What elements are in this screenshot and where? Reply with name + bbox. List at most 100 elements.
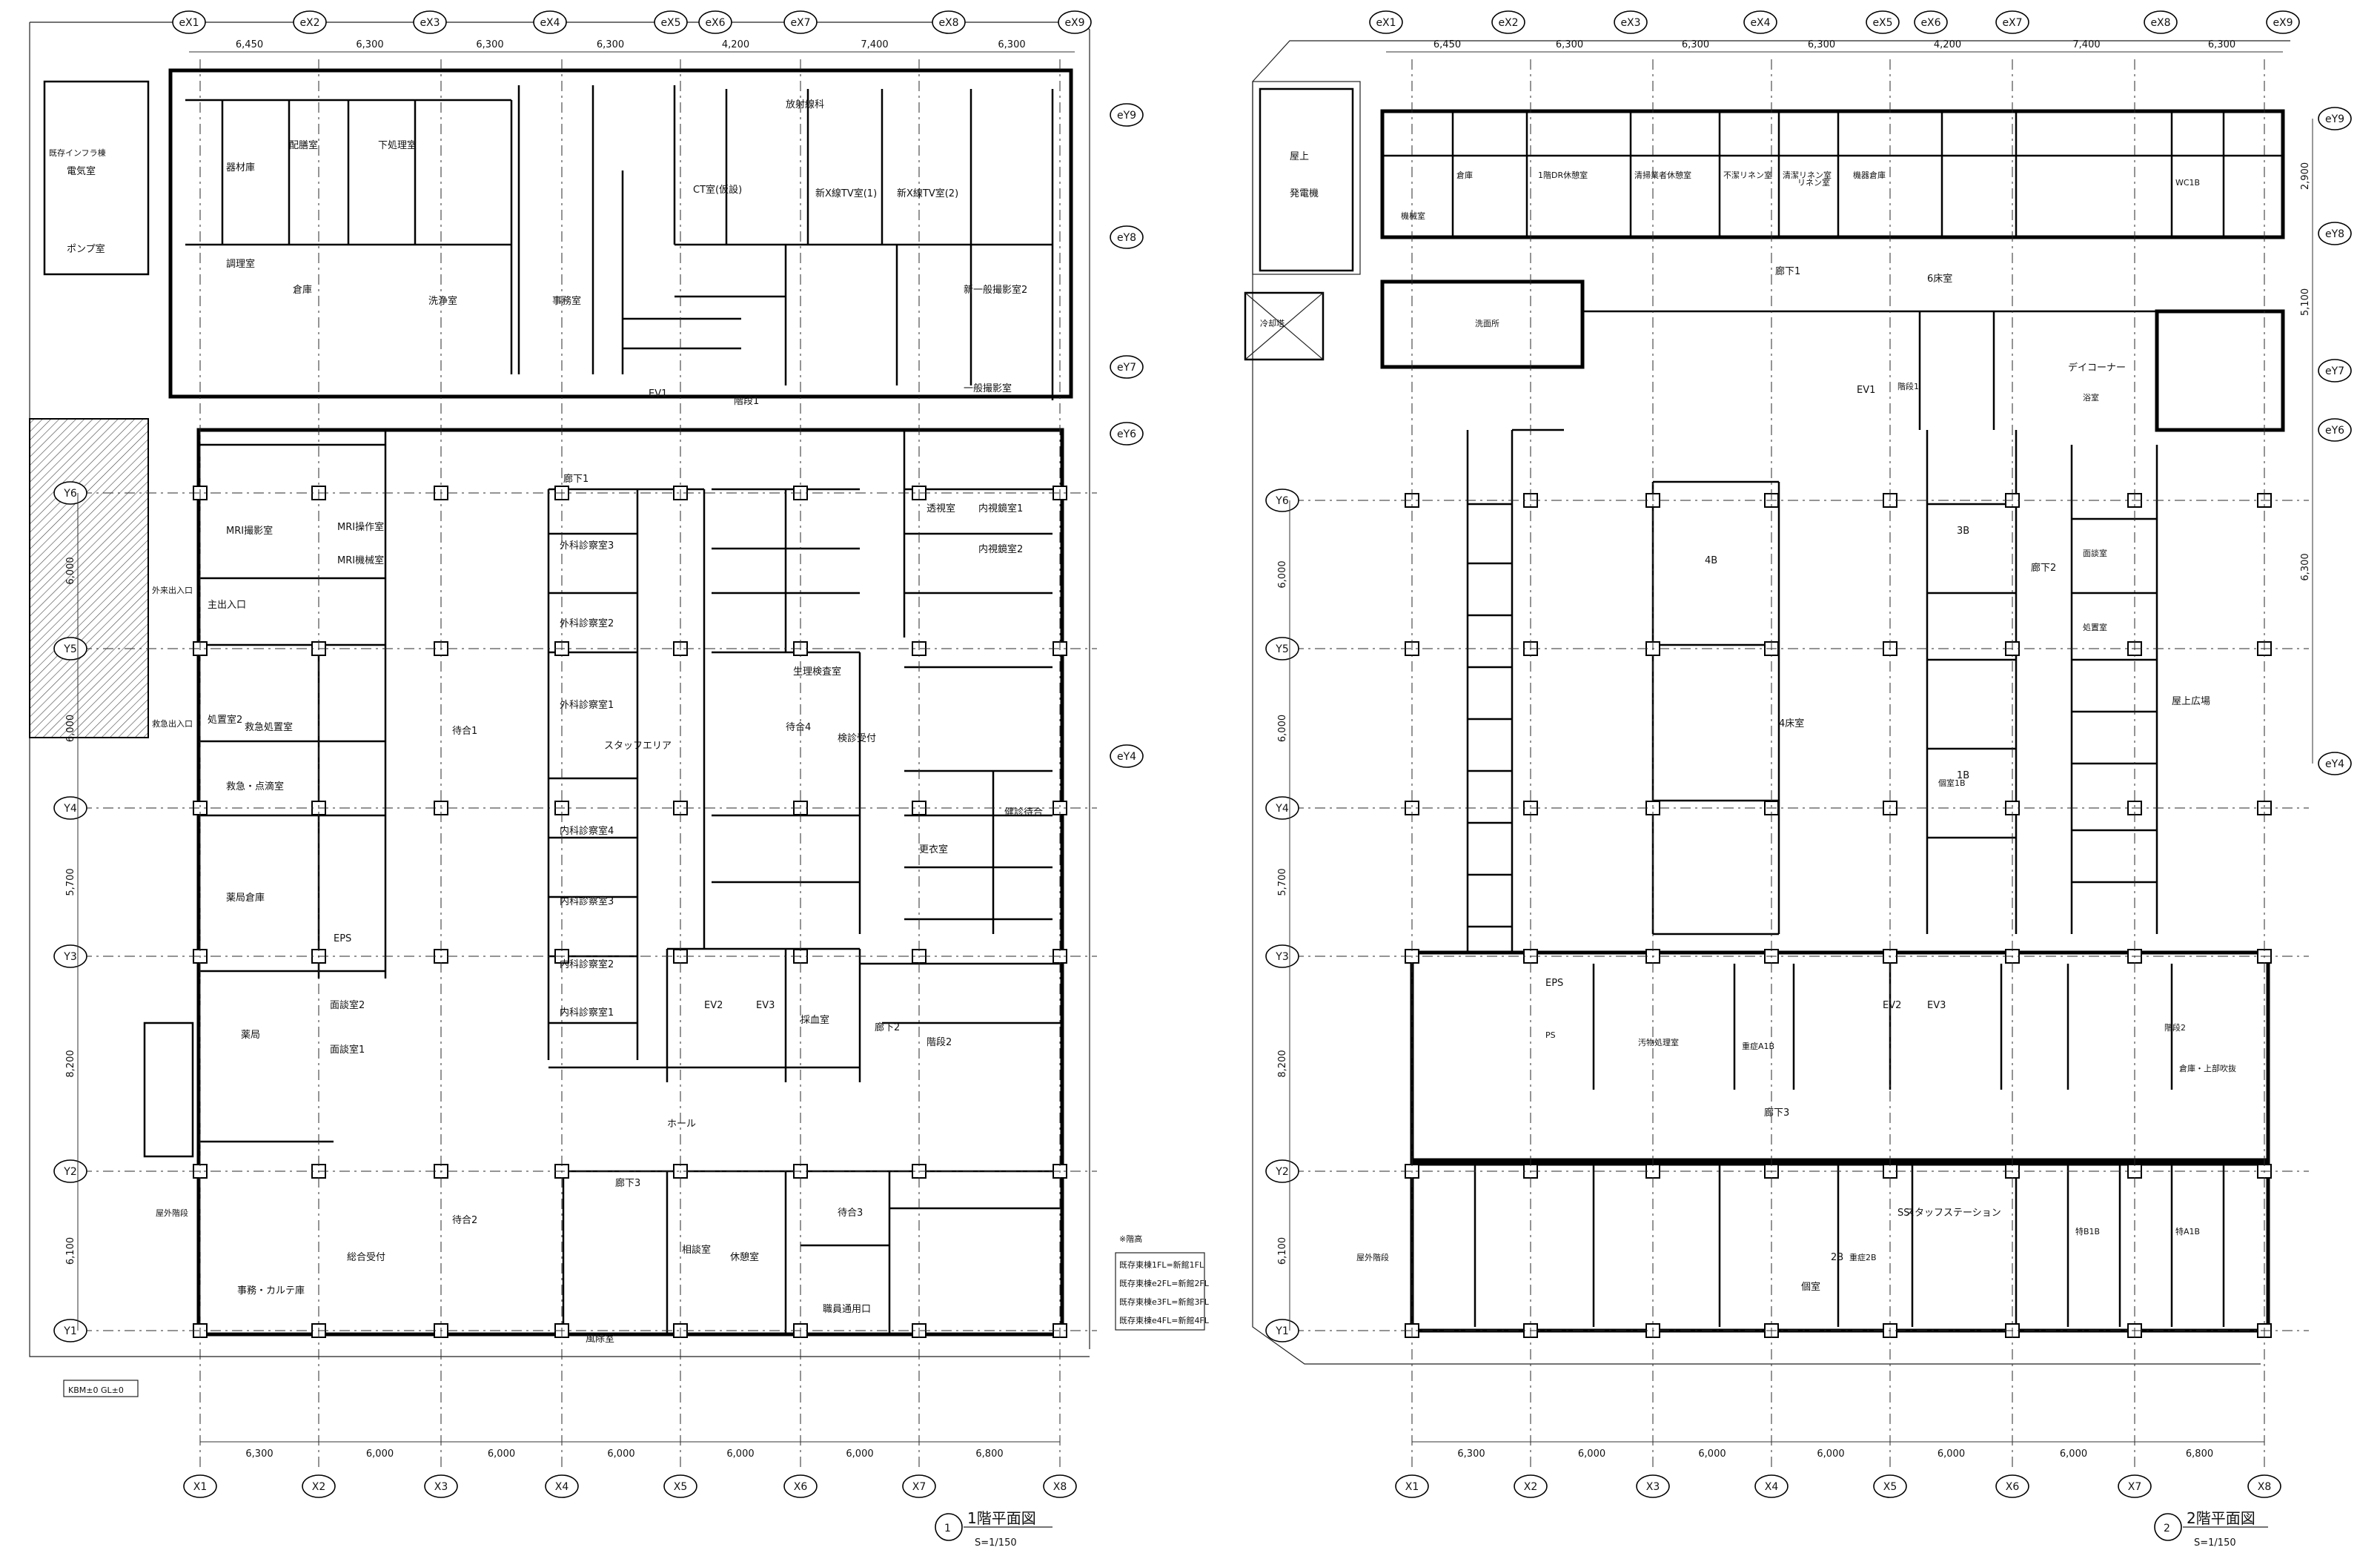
room-label: 風除室 (586, 1333, 614, 1345)
dim-text: 6,000 (1698, 1448, 1726, 1460)
grid-bubble-label: eY4 (1117, 751, 1136, 763)
room-label: 冷却塔 (1260, 319, 1285, 328)
grid-bubble-label: eY9 (1117, 110, 1136, 122)
grid-bubble: Y2 (1265, 1159, 1299, 1183)
room-label: 廊下2 (2031, 562, 2056, 574)
grid-bubble-label: eX2 (299, 17, 319, 29)
room-label: 3B (1957, 526, 1969, 537)
room-label: 電気室 (67, 165, 96, 177)
drawing-number-bubble (2154, 1513, 2182, 1541)
room-label: ホール (667, 1119, 696, 1130)
grid-bubble-circle (53, 1159, 87, 1183)
dim-text: 7,400 (2072, 39, 2100, 50)
grid-bubble-circle (302, 1474, 336, 1498)
legend-row: 既存東棟1FL=新館1FL (1119, 1259, 1204, 1270)
grid-bubble-label: X2 (312, 1481, 326, 1493)
grid-bubble-label: eX7 (2002, 17, 2022, 29)
grid-bubble-circle (2118, 1474, 2152, 1498)
room-label: 調理室 (226, 258, 255, 270)
dim-text: 6,000 (607, 1448, 634, 1460)
grid-bubble-label: Y6 (1275, 495, 1289, 507)
grid-bubble-circle (1995, 10, 2029, 34)
dim-text: 6,300 (245, 1448, 273, 1460)
dim-text: 5,700 (65, 868, 76, 895)
grid-bubble-circle (1058, 10, 1092, 34)
grid-bubble-circle (2318, 418, 2352, 442)
room-label: 倉庫・上部吹抜 (2179, 1063, 2236, 1073)
dim-text: 6,100 (1277, 1237, 1288, 1265)
grid-bubble: eX2 (293, 10, 327, 34)
dim-text: 6,300 (356, 39, 383, 50)
room-label: 一般撮影室 (964, 383, 1012, 394)
dim-text: 6,000 (488, 1448, 515, 1460)
legend-row: 既存東棟e4FL=新館4FL (1119, 1315, 1210, 1325)
grid-bubble: eY6 (2318, 418, 2352, 442)
room-label: 重症2B (1849, 1252, 1877, 1262)
room-label: 採血室 (800, 1014, 829, 1026)
room-label: 職員通用口 (823, 1304, 871, 1315)
room-label: 生理検査室 (793, 666, 841, 678)
grid-bubble-circle (1636, 1474, 1670, 1498)
grid-bubble: eY8 (1110, 225, 1144, 249)
room-label: EV1 (649, 388, 667, 400)
grid-bubble-label: X7 (2128, 1481, 2142, 1493)
room-label: 個室1B (1938, 778, 1966, 788)
grid-bubble: eX9 (1058, 10, 1092, 34)
grid-bubble: eY4 (2318, 752, 2352, 775)
grid-bubble: eX7 (783, 10, 818, 34)
grid-bubble: eX6 (1914, 10, 1948, 34)
grid-bubble-circle (1110, 422, 1144, 446)
room-label: 待合4 (786, 722, 811, 733)
grid-bubble-label: Y1 (1275, 1325, 1288, 1337)
dim-text: 6,000 (726, 1448, 754, 1460)
grid-bubble: X5 (1873, 1474, 1907, 1498)
room-label: 内科診察室1 (560, 1007, 614, 1019)
room-label: MRI撮影室 (226, 525, 273, 537)
grid-bubble-circle (1743, 10, 1777, 34)
grid-bubble-label: eY6 (1117, 428, 1136, 440)
room-label: 器材庫 (226, 162, 255, 173)
upper-partitions (185, 85, 1054, 400)
grid-bubble-label: X3 (434, 1481, 448, 1493)
grid-bubble-circle (2318, 222, 2352, 245)
dim-text: 6,100 (65, 1237, 76, 1265)
plan2-room-labels: 屋上 発電機 冷却塔 機械室 倉庫 1階DR休憩室 清掃業者休憩室 不潔リネン室… (1260, 151, 2236, 1293)
dim-text: 6,000 (65, 557, 76, 584)
dim-text: 6,300 (998, 39, 1025, 50)
cooling-tower-x (1244, 292, 1324, 360)
grid-bubble-label: eY7 (1117, 362, 1136, 374)
dim-text: 6,800 (2186, 1448, 2213, 1460)
room-label: 内視鏡室1 (978, 503, 1023, 514)
room-label: 待合1 (452, 726, 477, 737)
grid-bubble-circle (1043, 1474, 1077, 1498)
dim-text: 6,300 (1682, 39, 1709, 50)
grid-bubble: Y1 (53, 1319, 87, 1342)
grid-bubble-label: X6 (794, 1481, 808, 1493)
grid-bubble-circle (1866, 10, 1900, 34)
room-label: 放射線科 (786, 99, 824, 110)
grid-bubble-label: eY4 (2325, 758, 2344, 770)
room-label: 浴室 (2083, 392, 2099, 403)
plan2-title-block: 2 2階平面図 S=1/150 (2154, 1509, 2268, 1549)
room-label: 配膳室 (289, 139, 318, 151)
grid-bubble: eX3 (1614, 10, 1648, 34)
room-label: 6床室 (1927, 273, 1952, 285)
grid-bubble-label: eX2 (1498, 17, 1518, 29)
grid-bubble: X7 (902, 1474, 936, 1498)
grid-bubble-label: eX7 (790, 17, 810, 29)
room-label: 1階DR休憩室 (1538, 170, 1588, 180)
room-label: 個室 (1801, 1281, 1820, 1293)
dim-text: 6,000 (1277, 560, 1288, 588)
grid-bubble-label: Y1 (63, 1325, 76, 1337)
grid-bubble-circle (1873, 1474, 1907, 1498)
room-label: 清掃業者休憩室 (1634, 170, 1691, 180)
room-label: 清潔リネン室 (1783, 170, 1832, 180)
roof-generator-area (1252, 81, 1361, 275)
room-label: MRI操作室 (337, 521, 384, 533)
